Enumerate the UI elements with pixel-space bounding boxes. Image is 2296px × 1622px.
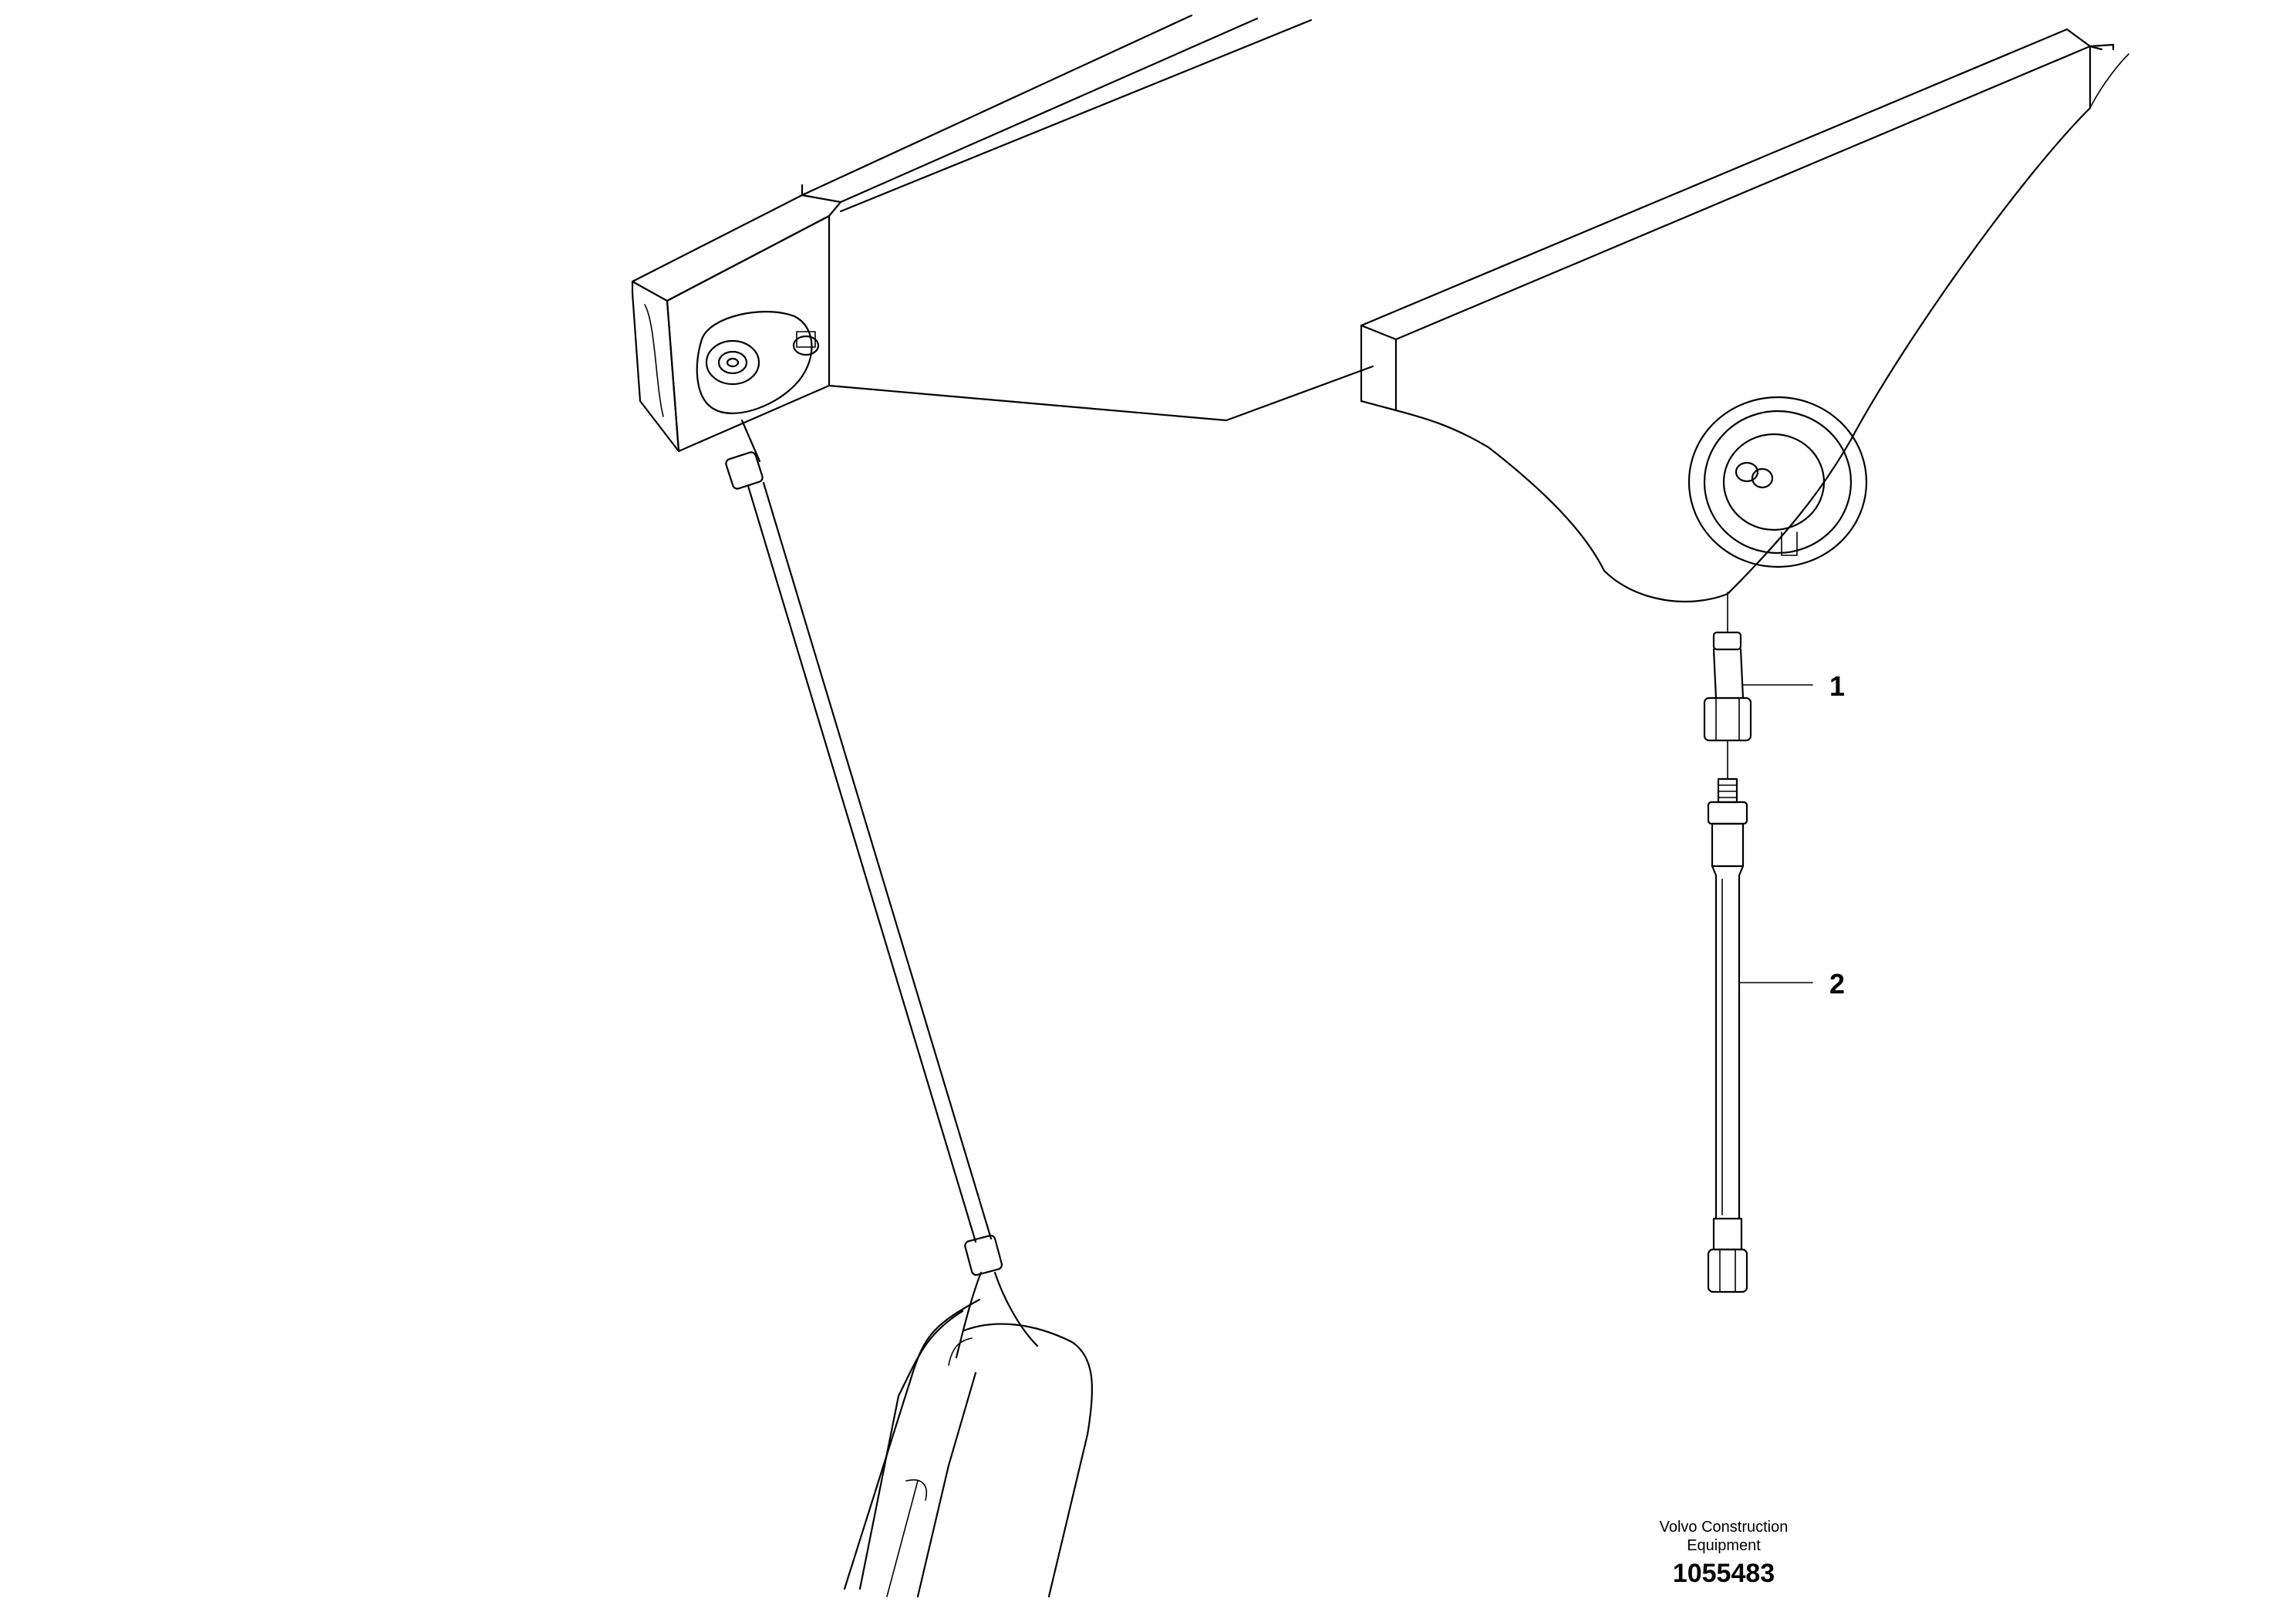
part-2-hose	[1707, 777, 1748, 1293]
left-boom-assembly	[631, 14, 1374, 1598]
figure-caption: Volvo Construction Equipment 1055483	[1612, 1518, 1836, 1589]
figure-number: 1055483	[1672, 1559, 1775, 1588]
caption-company-line1: Volvo Construction	[1659, 1519, 1789, 1536]
callout-2-label: 2	[1829, 968, 1846, 1000]
right-boom-assembly	[1360, 28, 2129, 633]
callout-1-label: 1	[1829, 670, 1846, 702]
caption-company-line2: Equipment	[1687, 1537, 1761, 1554]
part-1-adapter	[1703, 631, 1752, 780]
